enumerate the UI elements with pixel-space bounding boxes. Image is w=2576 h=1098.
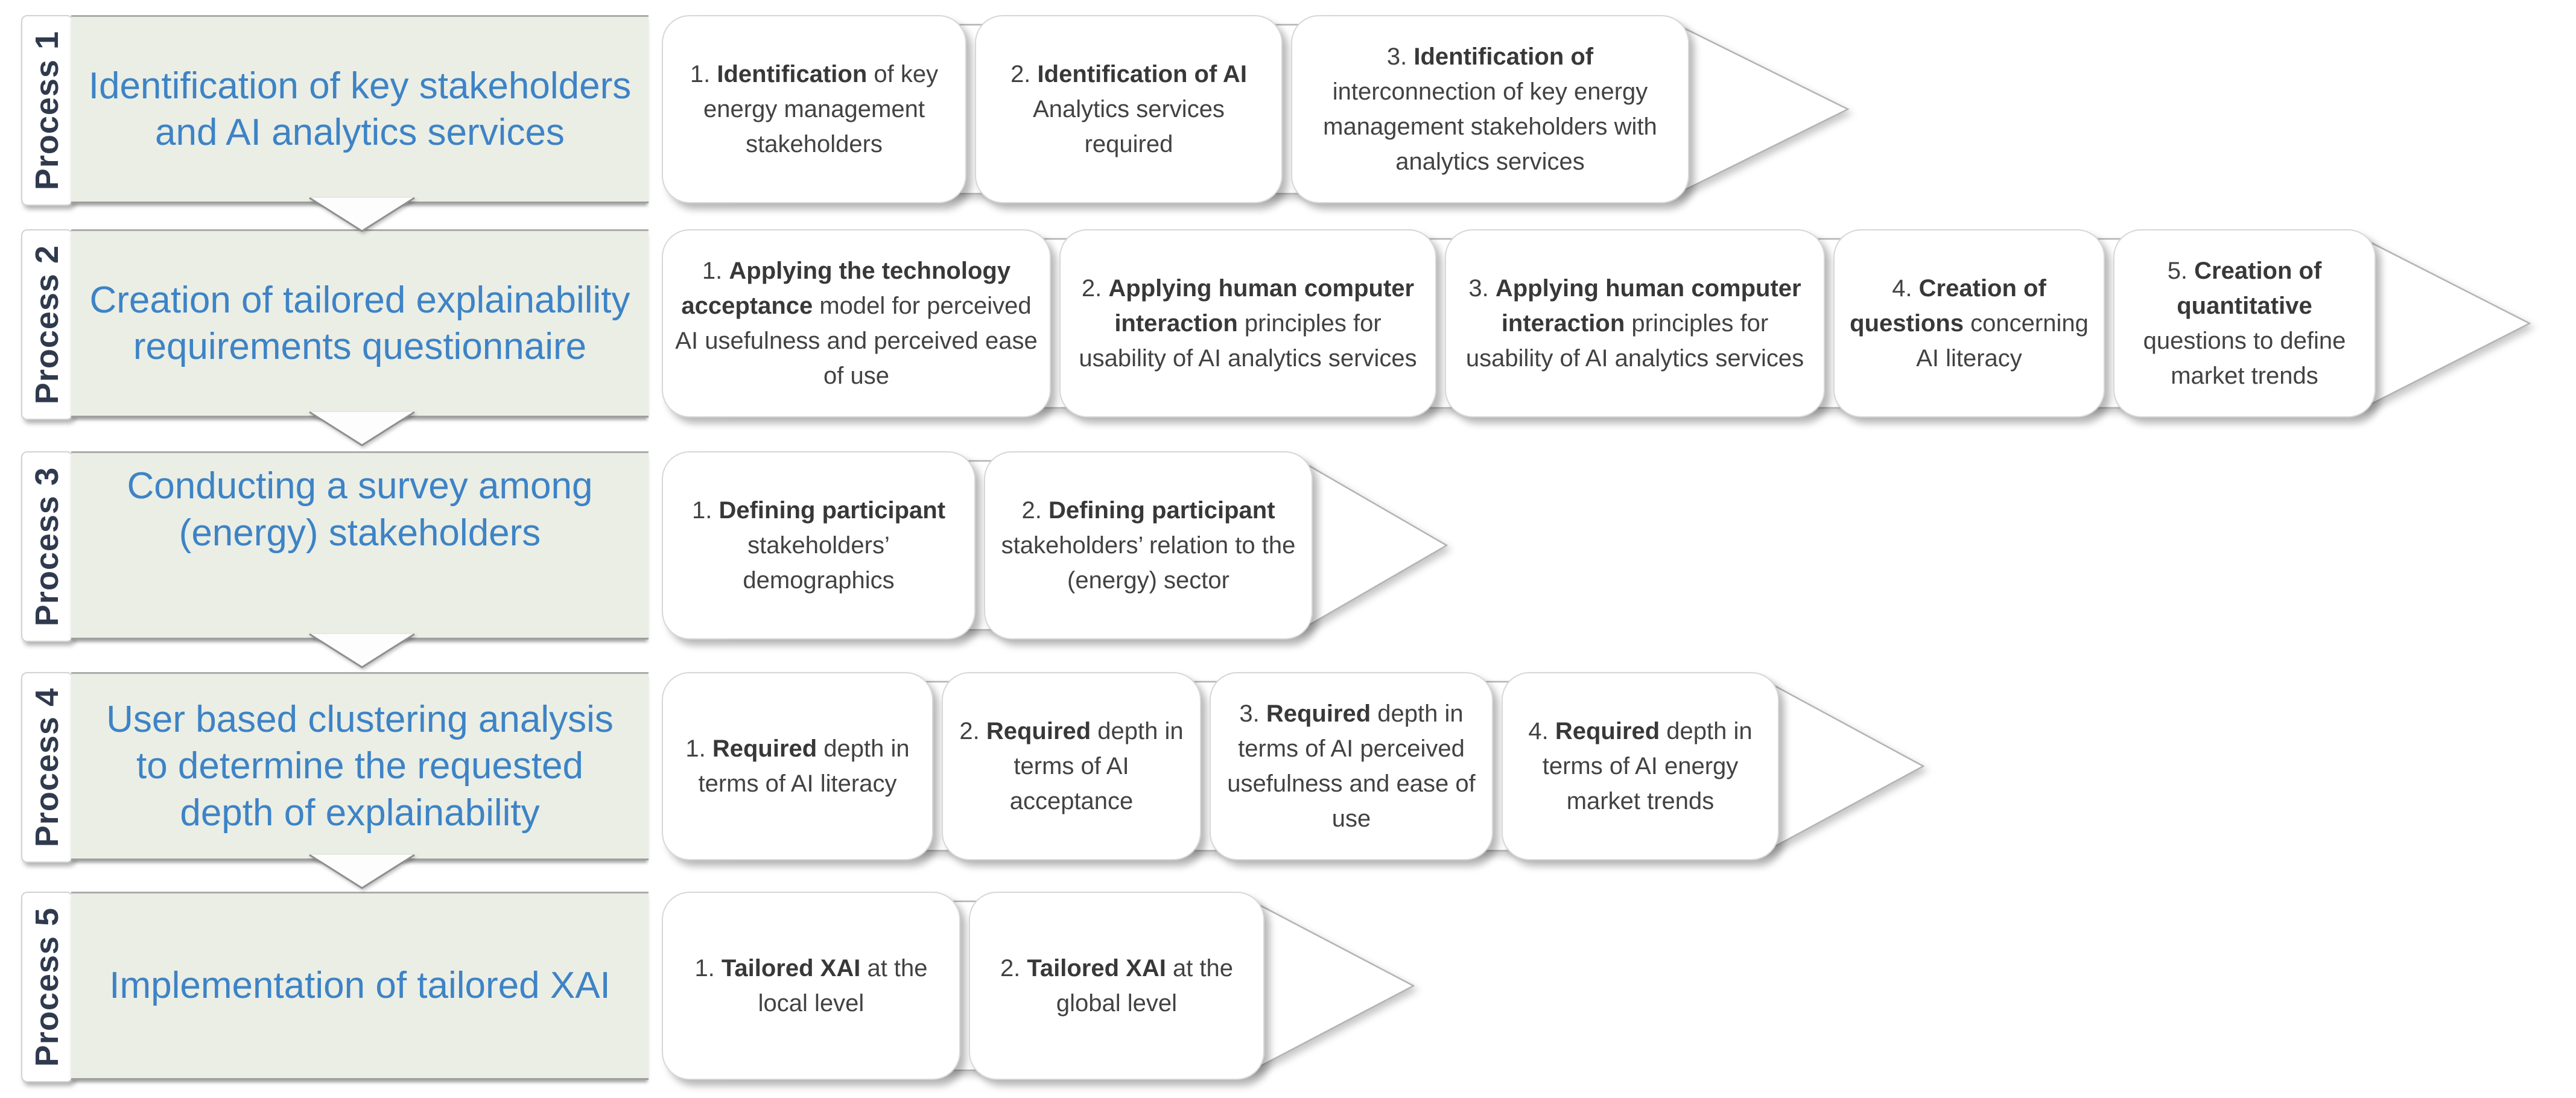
steps-container: 1. Identification of key energy manageme… (662, 15, 1689, 203)
process-row-2: Process 2 Creation of tailored explainab… (0, 229, 2576, 420)
step-text: 3. Identification of interconnection of … (1323, 43, 1657, 175)
step-text: 1. Required depth in terms of AI literac… (685, 735, 910, 797)
process-title: User based clustering analysis to determ… (106, 698, 614, 834)
process-row-1: Process 1 Identification of key stakehol… (0, 15, 2576, 206)
step-card: 4. Required depth in terms of AI energy … (1502, 672, 1779, 860)
step-text: 2. Tailored XAI at the global level (1000, 955, 1234, 1017)
step-text: 4. Creation of questions concerning AI l… (1850, 275, 2089, 372)
process-label-strip: Process 2 (21, 229, 73, 420)
process-title: Conducting a survey among (energy) stake… (127, 465, 593, 554)
step-card: 4. Creation of questions concerning AI l… (1833, 229, 2105, 417)
step-text: 2. Required depth in terms of AI accepta… (959, 718, 1184, 814)
step-card: 3. Applying human computer interaction p… (1445, 229, 1825, 417)
process-label-strip: Process 3 (21, 451, 73, 642)
process-label-strip: Process 4 (21, 672, 73, 863)
step-card: 1. Required depth in terms of AI literac… (662, 672, 933, 860)
process-label: Process 1 (29, 30, 65, 191)
step-card: 2. Identification of AI Analytics servic… (975, 15, 1283, 203)
step-card: 1. Defining participant stakeholders’ de… (662, 451, 976, 639)
step-text: 1. Identification of key energy manageme… (690, 61, 939, 157)
step-text: 1. Defining participant stakeholders’ de… (691, 497, 946, 594)
step-text: 2. Defining participant stakeholders’ re… (1001, 497, 1296, 594)
process-row-3: Process 3 Conducting a survey among (ene… (0, 451, 2576, 642)
step-text: 3. Required depth in terms of AI perceiv… (1227, 700, 1476, 832)
step-card: 5. Creation of quantitative questions to… (2113, 229, 2376, 417)
step-text: 2. Applying human computer interaction p… (1079, 275, 1417, 372)
process-title-box: Identification of key stakeholders and A… (71, 15, 649, 203)
steps-container: 1. Applying the technology acceptance mo… (662, 229, 2376, 417)
process-label-strip: Process 1 (21, 15, 73, 206)
steps-container: 1. Tailored XAI at the local level 2. Ta… (662, 892, 1264, 1080)
step-text: 4. Required depth in terms of AI energy … (1528, 718, 1753, 814)
step-card: 2. Defining participant stakeholders’ re… (984, 451, 1313, 639)
down-arrow-icon (309, 633, 415, 668)
step-text: 5. Creation of quantitative questions to… (2143, 258, 2346, 389)
process-row-5: Process 5 Implementation of tailored XAI… (0, 892, 2576, 1082)
step-text: 1. Tailored XAI at the local level (694, 955, 928, 1017)
steps-container: 1. Defining participant stakeholders’ de… (662, 451, 1313, 639)
process-title: Identification of key stakeholders and A… (88, 65, 632, 154)
step-card: 1. Identification of key energy manageme… (662, 15, 966, 203)
process-label-strip: Process 5 (21, 892, 73, 1082)
step-text: 3. Applying human computer interaction p… (1465, 275, 1804, 372)
down-arrow-icon (309, 411, 415, 446)
steps-container: 1. Required depth in terms of AI literac… (662, 672, 1779, 860)
process-title-box: Creation of tailored explainability requ… (71, 229, 649, 417)
step-card: 2. Applying human computer interaction p… (1059, 229, 1436, 417)
step-text: 1. Applying the technology acceptance mo… (675, 258, 1038, 389)
process-row-4: Process 4 User based clustering analysis… (0, 672, 2576, 863)
down-arrow-icon (309, 197, 415, 232)
process-title: Implementation of tailored XAI (109, 965, 611, 1007)
process-label: Process 3 (29, 466, 65, 627)
process-label: Process 5 (29, 907, 65, 1067)
step-card: 1. Tailored XAI at the local level (662, 892, 960, 1080)
step-text: 2. Identification of AI Analytics servic… (1010, 61, 1247, 157)
process-title-box: User based clustering analysis to determ… (71, 672, 649, 860)
step-card: 3. Required depth in terms of AI perceiv… (1210, 672, 1493, 860)
down-arrow-icon (309, 854, 415, 889)
process-title: Creation of tailored explainability requ… (89, 279, 630, 368)
step-card: 2. Tailored XAI at the global level (969, 892, 1264, 1080)
process-title-box: Implementation of tailored XAI (71, 892, 649, 1080)
step-card: 2. Required depth in terms of AI accepta… (942, 672, 1201, 860)
process-label: Process 2 (29, 244, 65, 405)
step-card: 3. Identification of interconnection of … (1291, 15, 1689, 203)
step-card: 1. Applying the technology acceptance mo… (662, 229, 1051, 417)
process-title-box: Conducting a survey among (energy) stake… (71, 451, 649, 639)
process-label: Process 4 (29, 687, 65, 848)
